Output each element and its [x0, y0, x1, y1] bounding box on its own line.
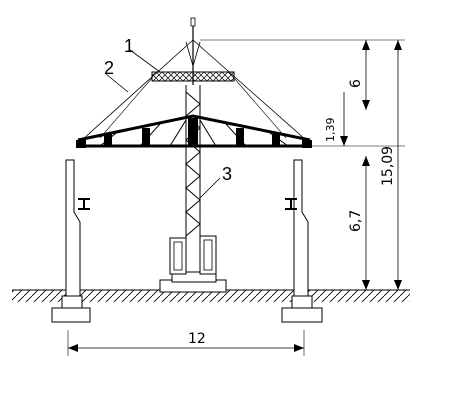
callout-leaders — [105, 49, 221, 199]
dimension-6-7: 6,7 — [348, 210, 364, 232]
callout-1: 1 — [124, 36, 134, 56]
dimension-lines — [67, 39, 405, 356]
right-i-beam-icon — [285, 198, 297, 210]
right-support-column — [281, 159, 323, 323]
dimension-6: 6 — [348, 79, 364, 88]
callout-3: 3 — [222, 164, 232, 184]
dimension-12: 12 — [188, 331, 206, 347]
roof-truss — [76, 114, 312, 148]
dimension-1-39: 1,39 — [324, 118, 337, 143]
lattice-mast — [185, 85, 201, 272]
crane-base — [159, 235, 227, 293]
dimension-15-09: 15,09 — [380, 146, 396, 186]
guy-cables — [81, 39, 307, 141]
left-i-beam-icon — [78, 198, 90, 210]
callout-2: 2 — [104, 58, 114, 78]
upper-crossbeam — [151, 71, 235, 82]
left-support-column — [51, 159, 91, 323]
